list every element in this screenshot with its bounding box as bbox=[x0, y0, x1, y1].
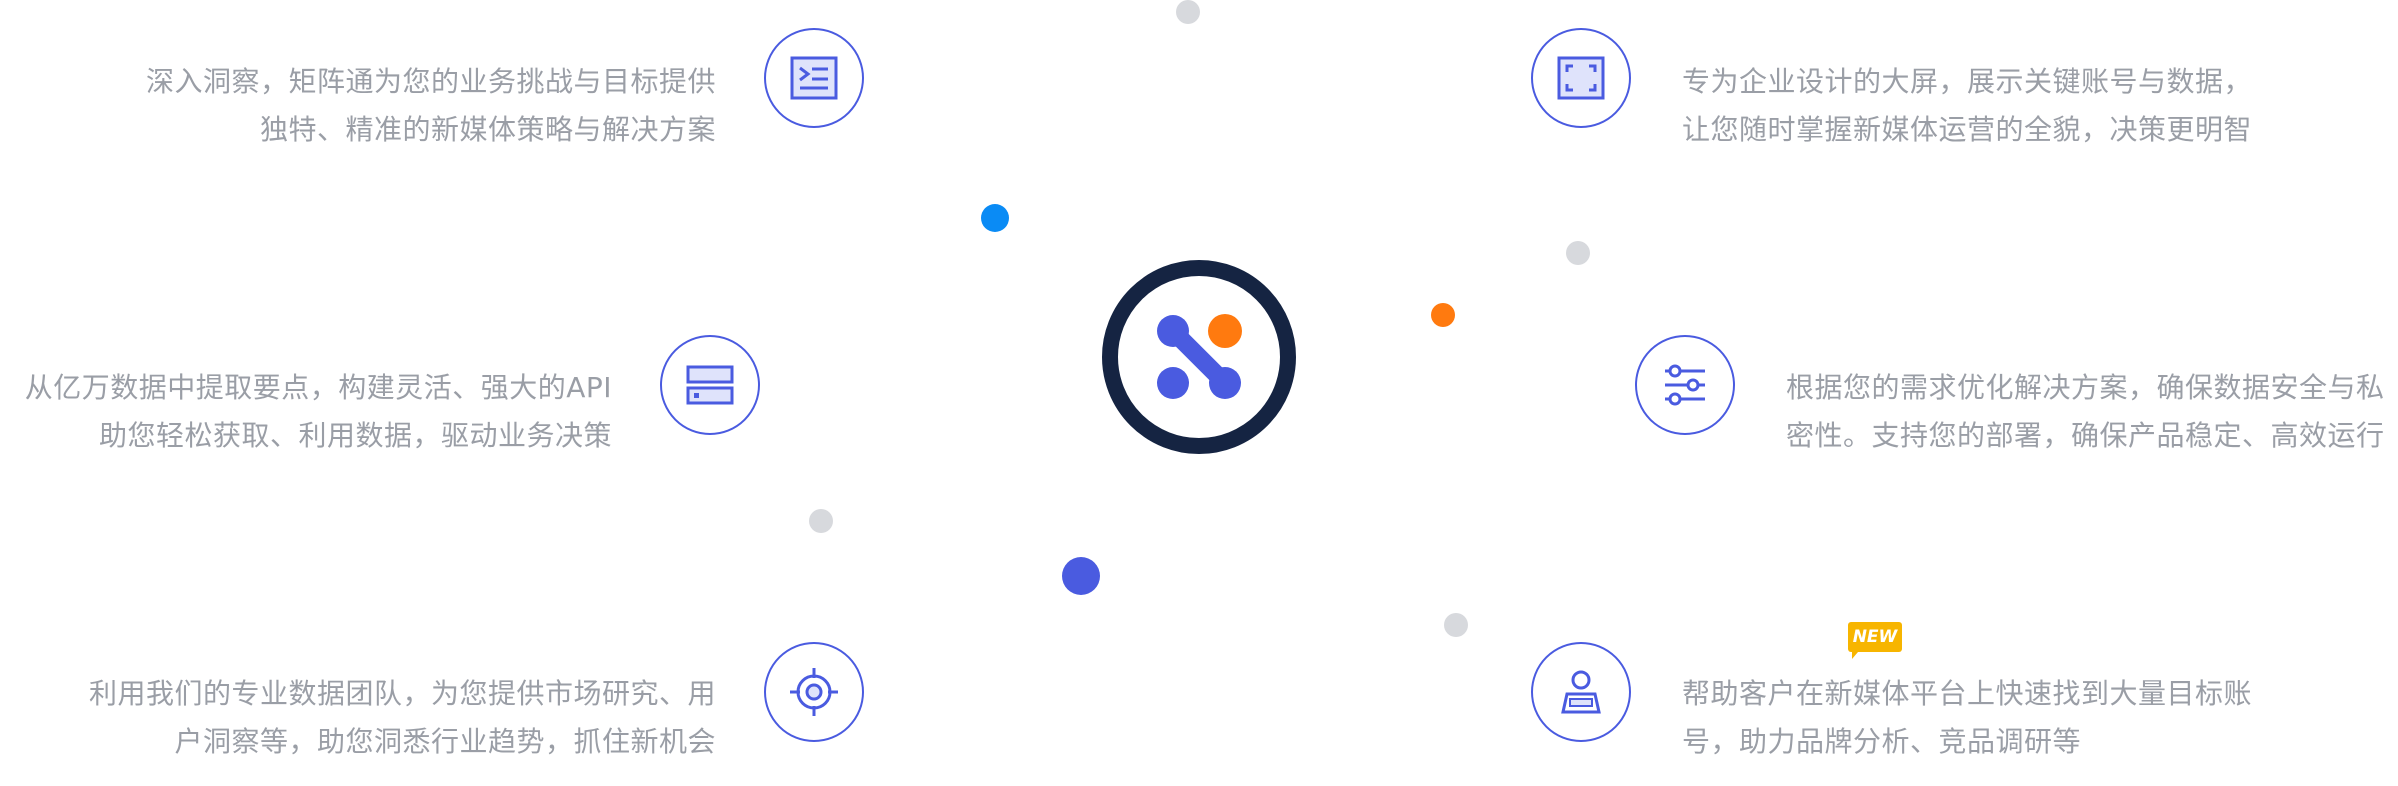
server-icon bbox=[686, 365, 734, 405]
feature-bigscreen-icon-circle bbox=[1531, 28, 1631, 128]
feature-research-text: 利用我们的专业数据团队，为您提供市场研究、用 户洞察等，助您洞悉行业趋势，抓住新… bbox=[36, 670, 716, 766]
feature-finder-line1: 帮助客户在新媒体平台上快速找到大量目标账 bbox=[1682, 677, 2253, 710]
feature-strategy-icon-circle bbox=[764, 28, 864, 128]
feature-strategy-line2: 独特、精准的新媒体策略与解决方案 bbox=[259, 113, 716, 146]
user-card-icon bbox=[1561, 670, 1601, 714]
feature-finder-text: 帮助客户在新媒体平台上快速找到大量目标账 号，助力品牌分析、竞品调研等 bbox=[1682, 670, 2362, 766]
feature-private-icon-circle bbox=[1635, 335, 1735, 435]
feature-private-line2: 密性。支持您的部署，确保产品稳定、高效运行 bbox=[1786, 419, 2385, 452]
indigo-dot bbox=[1062, 557, 1100, 595]
feature-strategy-text: 深入洞察，矩阵通为您的业务挑战与目标提供 独特、精准的新媒体策略与解决方案 bbox=[36, 58, 716, 154]
blue-dot bbox=[981, 204, 1009, 232]
feature-api-line1: 从亿万数据中提取要点，构建灵活、强大的API bbox=[24, 371, 612, 404]
feature-bigscreen-line1: 专为企业设计的大屏，展示关键账号与数据， bbox=[1682, 65, 2253, 98]
feature-finder-icon-circle bbox=[1531, 642, 1631, 742]
feature-finder-line2: 号，助力品牌分析、竞品调研等 bbox=[1682, 725, 2082, 758]
sliders-icon bbox=[1665, 364, 1705, 406]
gray-dot-right-lower bbox=[1444, 613, 1468, 637]
gray-dot-top bbox=[1176, 0, 1200, 24]
target-icon bbox=[790, 668, 838, 716]
brand-logo-icon bbox=[1157, 314, 1242, 399]
feature-bigscreen-line2: 让您随时掌握新媒体运营的全貌，决策更明智 bbox=[1682, 113, 2253, 146]
feature-research-line2: 户洞察等，助您洞悉行业趋势，抓住新机会 bbox=[174, 725, 716, 758]
feature-api-text: 从亿万数据中提取要点，构建灵活、强大的API 助您轻松获取、利用数据，驱动业务决… bbox=[0, 364, 612, 460]
feature-api-line2: 助您轻松获取、利用数据，驱动业务决策 bbox=[98, 419, 612, 452]
feature-private-line1: 根据您的需求优化解决方案，确保数据安全与私 bbox=[1786, 371, 2385, 404]
gray-dot-right-upper bbox=[1566, 241, 1590, 265]
orange-dot bbox=[1431, 303, 1455, 327]
feature-bigscreen-text: 专为企业设计的大屏，展示关键账号与数据， 让您随时掌握新媒体运营的全貌，决策更明… bbox=[1682, 58, 2362, 154]
feature-research-icon-circle bbox=[764, 642, 864, 742]
new-badge: NEW bbox=[1848, 622, 1902, 659]
fullscreen-icon bbox=[1557, 56, 1605, 100]
center-logo bbox=[1102, 260, 1296, 454]
feature-api-icon-circle bbox=[660, 335, 760, 435]
feature-strategy-line1: 深入洞察，矩阵通为您的业务挑战与目标提供 bbox=[145, 65, 716, 98]
feature-research-line1: 利用我们的专业数据团队，为您提供市场研究、用 bbox=[88, 677, 716, 710]
terminal-doc-icon bbox=[790, 56, 838, 100]
feature-private-text: 根据您的需求优化解决方案，确保数据安全与私 密性。支持您的部署，确保产品稳定、高… bbox=[1786, 364, 2386, 460]
gray-dot-left-lower bbox=[809, 509, 833, 533]
